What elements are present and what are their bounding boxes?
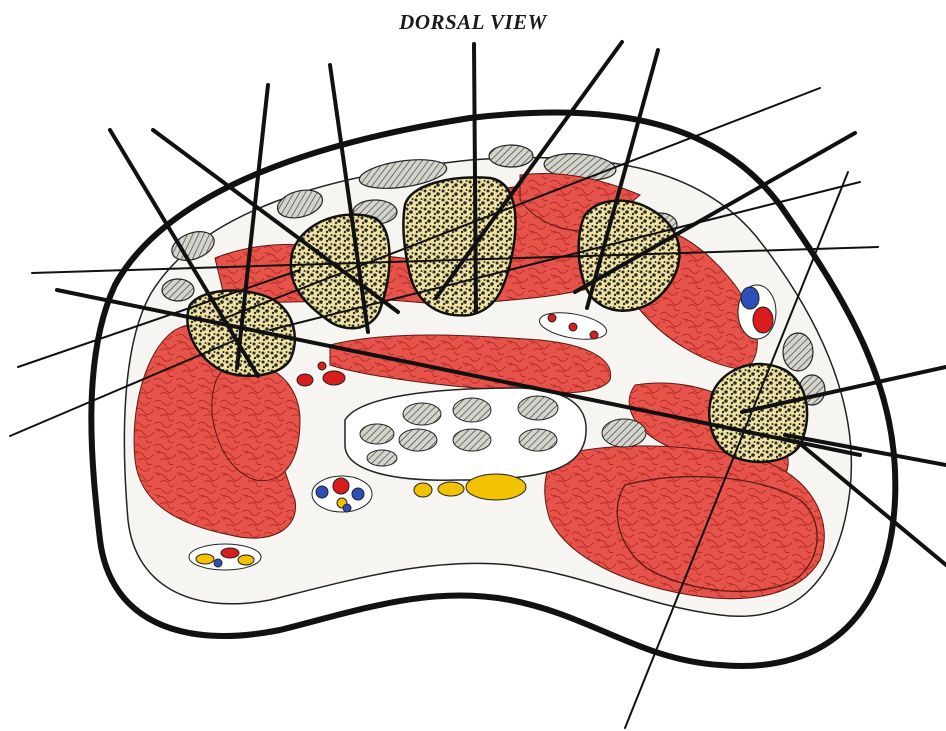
vein [316, 486, 328, 498]
vein [214, 559, 222, 567]
artery [569, 323, 577, 331]
nerve [414, 483, 432, 497]
tendon [602, 419, 646, 447]
tendon [519, 429, 557, 451]
bone-section [403, 177, 515, 315]
artery [221, 548, 239, 558]
artery [318, 362, 326, 370]
tendon [489, 145, 533, 167]
artery [297, 374, 313, 386]
artery [333, 478, 349, 494]
tendon [399, 429, 437, 451]
tendon [783, 333, 813, 371]
artery [323, 371, 345, 385]
tendon [518, 396, 558, 420]
vein [352, 488, 364, 500]
tendon [403, 403, 441, 425]
tendon [360, 424, 394, 444]
tendon [367, 450, 397, 466]
median-nerve [466, 474, 526, 500]
nerve [238, 555, 254, 565]
nerve [196, 554, 214, 564]
artery [753, 307, 773, 333]
vein [343, 504, 351, 512]
artery [548, 314, 556, 322]
tendon [162, 279, 194, 301]
nerve [438, 482, 464, 496]
tendon [453, 398, 491, 422]
vein [741, 287, 759, 309]
tendon [453, 429, 491, 451]
bone-section [709, 364, 807, 462]
artery [590, 331, 598, 339]
